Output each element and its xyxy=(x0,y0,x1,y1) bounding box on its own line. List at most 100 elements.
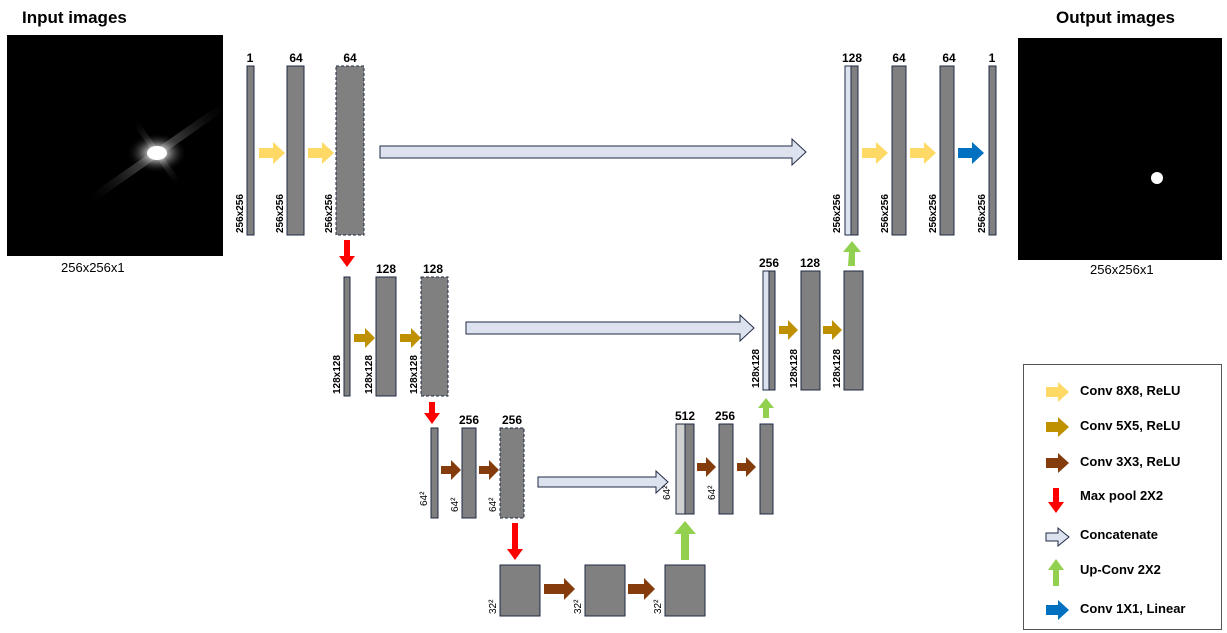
channel-label: 64 xyxy=(289,51,303,65)
yellow-arrow-icon xyxy=(1046,382,1069,402)
input-size-caption: 256x256x1 xyxy=(61,260,125,275)
feature-map-l1-input xyxy=(246,65,255,236)
channel-label: 128 xyxy=(376,262,396,276)
blue-arrow-icon xyxy=(1046,600,1069,620)
legend-label: Conv 1X1, Linear xyxy=(1080,601,1186,616)
upconv-arrow xyxy=(674,521,696,560)
legend-label: Max pool 2X2 xyxy=(1080,488,1164,503)
input-image xyxy=(7,35,223,256)
conv8-arrow xyxy=(308,142,334,164)
size-label: 32² xyxy=(653,599,664,614)
conv3-arrow xyxy=(479,460,499,480)
feature-map-r3-conv2 xyxy=(759,423,774,515)
concat-arrow xyxy=(537,469,669,495)
feature-map-r3-conv1 xyxy=(718,423,734,515)
channel-label: 256 xyxy=(459,413,479,427)
maxpool-arrow xyxy=(339,240,355,267)
concat-arrow xyxy=(379,137,807,167)
output-image xyxy=(1018,38,1222,260)
output-images-title: Output images xyxy=(1056,8,1176,27)
copied-map-r1 xyxy=(844,65,852,236)
conv1-arrow xyxy=(958,142,984,164)
size-label: 64² xyxy=(488,497,499,512)
size-label: 32² xyxy=(573,599,584,614)
feature-map-r1-conv2 xyxy=(939,65,955,236)
feature-map-r2-conv2 xyxy=(843,270,864,391)
feature-map-l2-conv1 xyxy=(375,276,397,397)
size-label: 256x256 xyxy=(977,194,988,233)
legend-item: Conv 5X5, ReLU xyxy=(1024,416,1221,438)
red-down-arrow-icon xyxy=(1048,488,1064,513)
input-images-title: Input images xyxy=(22,8,127,27)
conv5-arrow xyxy=(400,328,421,348)
size-label: 128x128 xyxy=(332,355,343,394)
channel-label: 256 xyxy=(759,256,779,270)
feature-map-l1-conv2 xyxy=(335,65,365,236)
feature-map-l3-conv1 xyxy=(461,427,477,519)
conv3-arrow xyxy=(628,578,655,600)
feature-map-l3-pool xyxy=(430,427,439,519)
size-label: 128x128 xyxy=(364,355,375,394)
feature-map-l2-pool xyxy=(343,276,351,397)
green-up-arrow-icon xyxy=(1048,559,1064,586)
feature-map-l2-conv2 xyxy=(420,276,449,397)
size-label: 128x128 xyxy=(751,349,762,388)
channel-label: 64 xyxy=(942,51,956,65)
output-size-caption: 256x256x1 xyxy=(1090,262,1154,277)
legend-item: Max pool 2X2 xyxy=(1024,486,1221,516)
copied-map-r3 xyxy=(675,423,686,515)
legend-label: Concatenate xyxy=(1080,527,1159,542)
size-label: 64² xyxy=(707,485,718,500)
size-label: 128x128 xyxy=(409,355,420,394)
maxpool-arrow xyxy=(424,402,440,424)
conv3-arrow xyxy=(737,457,756,477)
conv5-arrow xyxy=(823,320,842,340)
feature-map-l3-conv2 xyxy=(499,427,525,519)
channel-label: 256 xyxy=(502,413,522,427)
size-label: 128x128 xyxy=(789,349,800,388)
maxpool-arrow xyxy=(507,523,523,560)
channel-label: 1 xyxy=(989,51,996,65)
legend-label: Conv 3X3, ReLU xyxy=(1080,454,1181,469)
feature-map-r1-conv1 xyxy=(891,65,907,236)
channel-label: 64 xyxy=(343,51,357,65)
conv3-arrow xyxy=(544,578,575,600)
feature-map-r2-up xyxy=(768,270,776,391)
feature-map-l1-conv1 xyxy=(286,65,305,236)
legend-item: Up-Conv 2X2 xyxy=(1024,556,1221,588)
legend-item: Concatenate xyxy=(1024,525,1221,547)
feature-map-bottleneck-pool xyxy=(499,564,541,617)
legend-item: Conv 3X3, ReLU xyxy=(1024,452,1221,474)
input-image-content xyxy=(80,98,223,208)
size-label: 256x256 xyxy=(324,194,335,233)
channel-label: 64 xyxy=(892,51,906,65)
conv3-arrow xyxy=(441,460,461,480)
size-label: 64² xyxy=(450,497,461,512)
feature-map-r1-up xyxy=(850,65,859,236)
feature-map-r3-up xyxy=(684,423,695,515)
size-label: 128x128 xyxy=(832,349,843,388)
size-label: 256x256 xyxy=(235,194,246,233)
concat-arrow xyxy=(465,313,755,343)
channel-label: 512 xyxy=(675,409,695,423)
feature-map-bottleneck-conv2 xyxy=(664,564,706,617)
gold-arrow-icon xyxy=(1046,417,1069,437)
size-label: 64² xyxy=(662,485,673,500)
legend: Conv 8X8, ReLU Conv 5X5, ReLU Conv 3X3, … xyxy=(1023,364,1222,630)
upconv-arrow xyxy=(843,241,861,266)
size-label: 32² xyxy=(488,599,499,614)
feature-map-bottleneck-conv1 xyxy=(584,564,626,617)
conv3-arrow xyxy=(697,457,716,477)
channel-label: 128 xyxy=(423,262,443,276)
size-label: 256x256 xyxy=(832,194,843,233)
copied-map-r2 xyxy=(762,270,770,391)
feature-map-r2-conv1 xyxy=(800,270,821,391)
upconv-arrow xyxy=(758,398,774,418)
size-label: 256x256 xyxy=(275,194,286,233)
feature-map-r1-output xyxy=(988,65,997,236)
size-label: 64² xyxy=(419,491,430,506)
channel-label: 128 xyxy=(800,256,820,270)
conv8-arrow xyxy=(259,142,285,164)
channel-label: 1 xyxy=(247,51,254,65)
